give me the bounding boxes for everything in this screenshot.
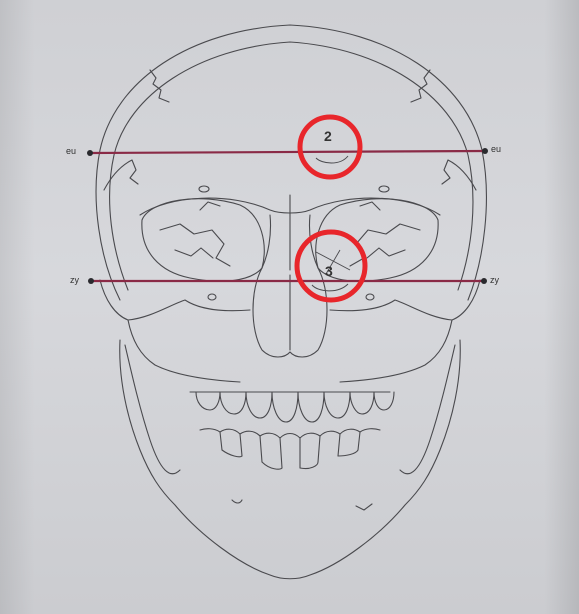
temporal-suture	[104, 160, 476, 190]
upper-teeth	[190, 392, 394, 422]
infraorbital-foramen-left	[208, 294, 216, 300]
lower-teeth	[200, 429, 380, 469]
zy-right-point	[481, 278, 487, 284]
left-maxilla	[128, 320, 240, 382]
right-orbit-detail	[350, 202, 420, 266]
eu-eu-line	[90, 151, 485, 153]
zy-left-point	[88, 278, 94, 284]
eu-left-point	[87, 150, 93, 156]
infraorbital-foramen-right	[366, 294, 374, 300]
marker-3-label: 3	[325, 263, 333, 279]
right-orbit	[316, 199, 438, 282]
mandible-outline	[120, 340, 461, 579]
zy-left-label: zy	[70, 275, 80, 285]
left-zygomatic	[100, 280, 250, 320]
supraorbital-foramen-right	[379, 186, 389, 192]
eu-measurement: eu eu	[66, 144, 501, 156]
mental-foramen-left	[232, 500, 242, 503]
eu-right-label: eu	[491, 144, 501, 154]
right-zygomatic	[330, 280, 480, 320]
marker-2-circle	[300, 117, 360, 177]
coronal-suture	[150, 70, 430, 102]
marker-2: 2	[300, 117, 360, 177]
right-maxilla	[340, 320, 452, 382]
left-orbit-detail	[160, 202, 230, 266]
eu-right-point	[482, 148, 488, 154]
eu-left-label: eu	[66, 146, 76, 156]
marker-2-label: 2	[324, 128, 332, 144]
left-orbit	[142, 199, 264, 282]
supraorbital-foramen-left	[199, 186, 209, 192]
marker-3: 3	[297, 232, 365, 300]
mandible-ramus-left	[125, 345, 180, 474]
cranium-inner-outline	[110, 42, 473, 290]
mandible-ramus-right	[400, 345, 455, 474]
mental-foramen-right	[356, 504, 372, 510]
zy-right-label: zy	[490, 275, 500, 285]
zy-measurement: zy zy	[70, 275, 500, 285]
